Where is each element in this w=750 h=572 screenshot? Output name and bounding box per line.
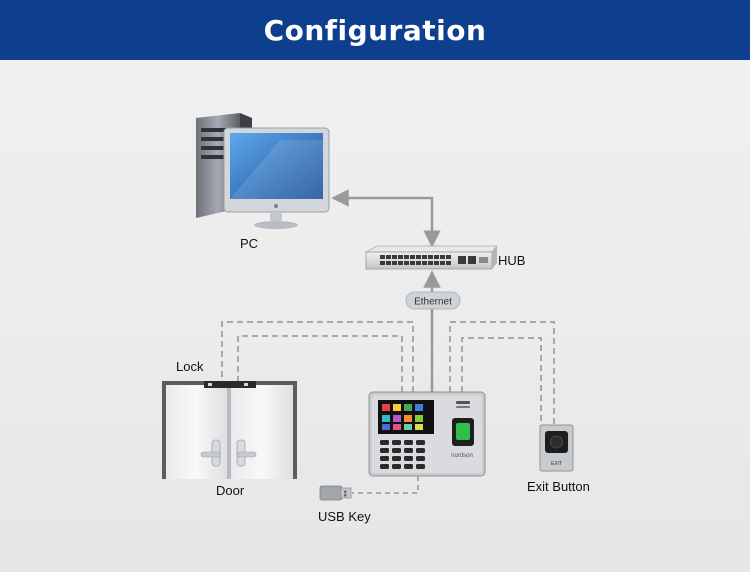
lock-label: Lock — [176, 359, 204, 374]
exit-wire-inner — [461, 337, 542, 425]
ethernet-label: Ethernet — [414, 297, 452, 308]
app-tiles — [382, 404, 423, 430]
exit-button-icon: EXIT — [539, 424, 574, 472]
lock-icon — [204, 381, 256, 388]
lock-wire-inner — [237, 335, 403, 392]
keypad — [380, 440, 425, 469]
exit-button-text: EXIT — [551, 461, 562, 467]
exit-wire-outer — [449, 321, 555, 425]
ethernet-badge: Ethernet — [405, 291, 461, 310]
page-title: Configuration — [263, 13, 487, 47]
door-label: Door — [216, 483, 245, 498]
pc-icon — [196, 113, 330, 229]
header-banner: Configuration — [0, 0, 750, 60]
lock-wire-outer — [221, 321, 414, 392]
pc-label: PC — [240, 236, 258, 251]
usb-key-icon — [319, 485, 352, 501]
exit-button-label: Exit Button — [527, 479, 590, 494]
usb-wire — [352, 476, 419, 494]
hub-pc-link — [331, 189, 441, 248]
hub-icon — [365, 245, 498, 270]
device-brand: nordson — [451, 453, 473, 459]
connections — [221, 189, 555, 494]
terminal-icon: nordson — [368, 391, 486, 477]
hub-label: HUB — [498, 253, 525, 268]
door-icon — [162, 381, 297, 479]
usb-key-label: USB Key — [318, 509, 371, 524]
